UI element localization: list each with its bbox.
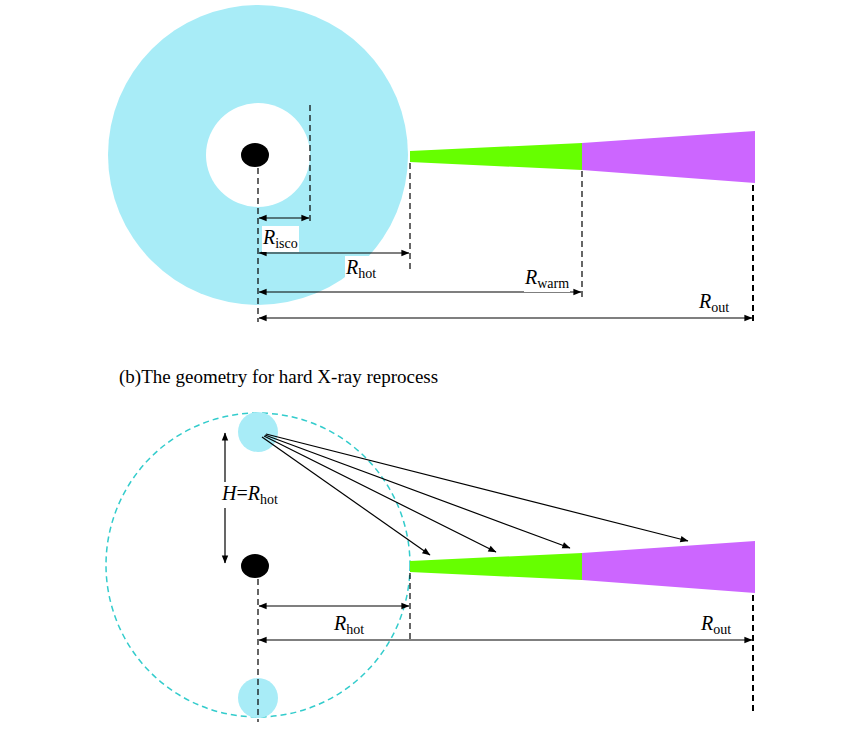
guide-lines bbox=[258, 573, 753, 722]
outer-disk bbox=[582, 131, 755, 183]
irradiation-rays bbox=[262, 434, 688, 555]
warm-disk bbox=[410, 553, 582, 580]
radius-label: Rwarm bbox=[524, 266, 570, 292]
black-hole bbox=[241, 554, 269, 578]
radius-label: Risco bbox=[262, 226, 299, 252]
radius-label: Rout bbox=[698, 290, 730, 316]
panel-caption: (b)The geometry for hard X-ray reprocess bbox=[118, 366, 439, 388]
lamp-post-corona bbox=[238, 412, 278, 452]
dimension-arrows bbox=[225, 433, 752, 640]
radius-label: Rhot bbox=[333, 612, 365, 638]
guide-lines bbox=[258, 105, 753, 325]
warm-disk bbox=[410, 143, 582, 170]
black-hole bbox=[241, 143, 269, 167]
height-label: H=Rhot bbox=[221, 482, 279, 508]
dimension-arrows bbox=[259, 218, 752, 318]
outer-disk bbox=[582, 541, 755, 593]
radius-label: Rout bbox=[700, 612, 732, 638]
radius-label: Rhot bbox=[345, 256, 377, 282]
